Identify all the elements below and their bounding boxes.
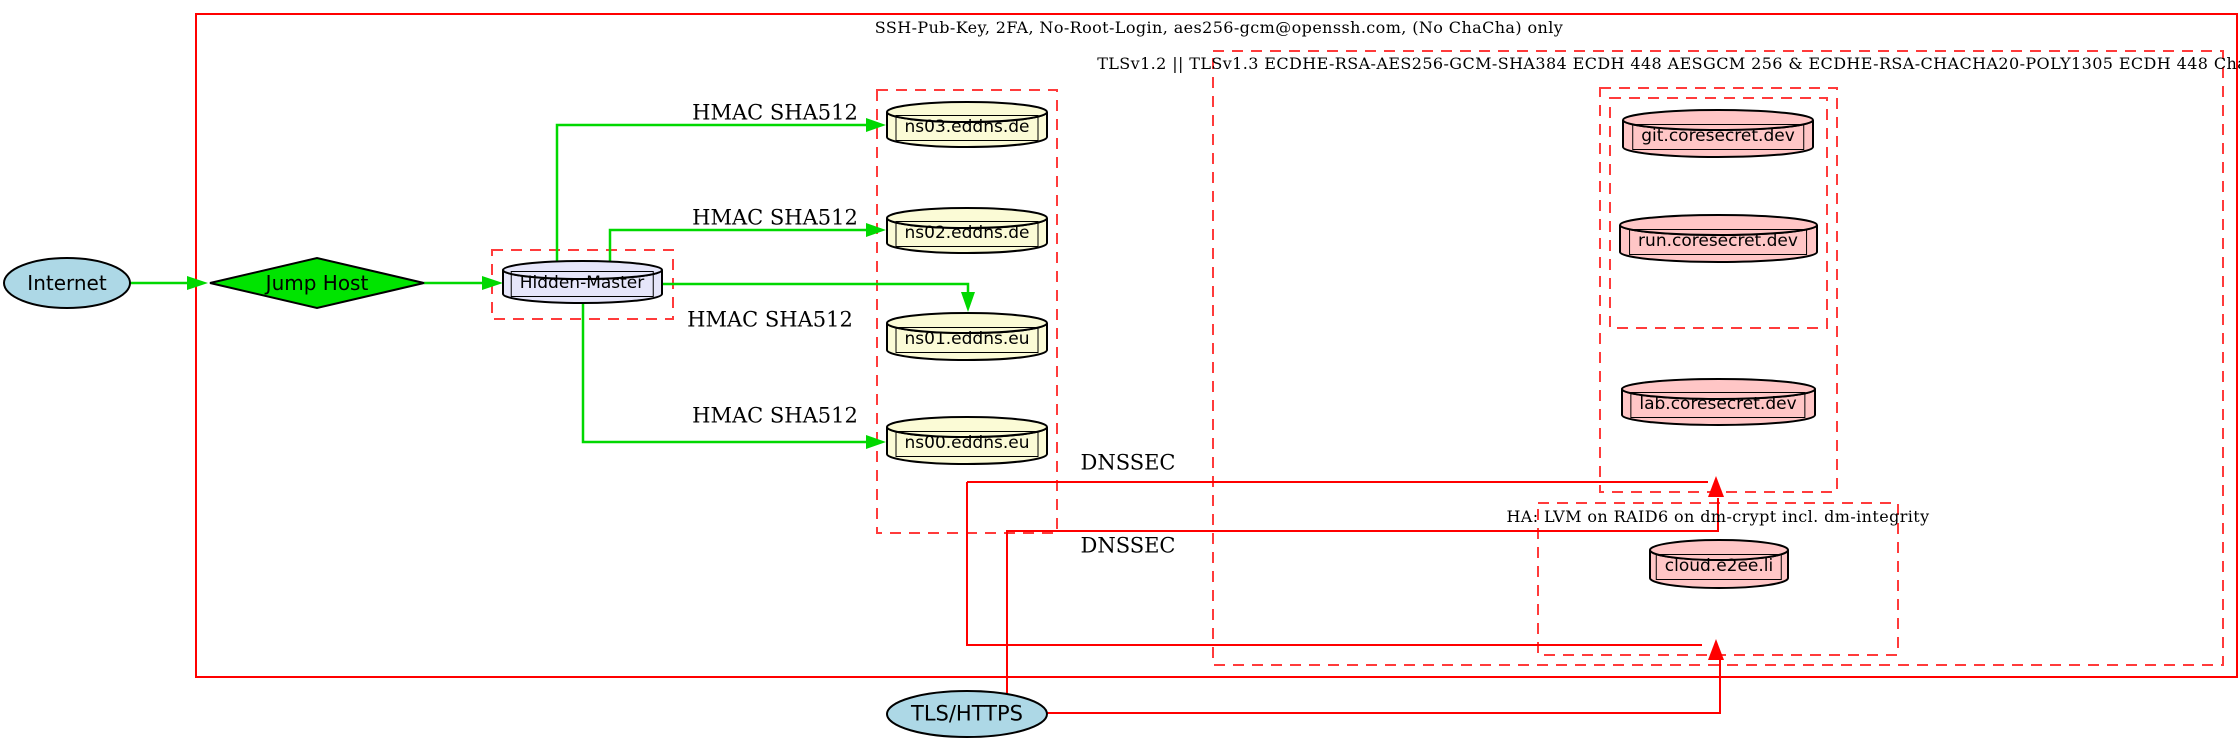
cloud-label: cloud.e2ee.li [1655,554,1783,580]
ns01-cylinder [886,312,1048,361]
hmac-label-ns00: HMAC SHA512 [692,403,858,428]
coresecret-inner-box [1609,97,1828,329]
dnssec-label-1: DNSSEC [1080,450,1176,475]
lab-cylinder [1621,378,1816,426]
ns00-label: ns00.eddns.eu [895,431,1039,457]
arrowhead-ns03 [866,118,886,132]
ns02-cylinder [886,207,1048,254]
hmac-label-ns02: HMAC SHA512 [692,205,858,230]
hmac-label-ns03: HMAC SHA512 [692,100,858,125]
edge-tls-to-ha [1047,660,1721,714]
coresecret-outer-box [1599,87,1838,493]
red-edges [966,481,1721,714]
arrowhead-ns02 [866,223,886,237]
ns02-label: ns02.eddns.de [895,221,1039,247]
ha-cluster-label: HA: LVM on RAID6 on dm-crypt incl. dm-in… [1506,507,1930,526]
run-cylinder [1619,214,1818,263]
ns03-cylinder [886,101,1048,148]
edge-tls-to-coresecret [1006,498,1719,694]
edge-hiddenmaster-ns03 [555,123,866,261]
internet-node [3,257,131,309]
cloud-cylinder [1649,539,1789,589]
ns03-label: ns03.eddns.de [895,115,1039,141]
ns01-label: ns01.eddns.eu [895,327,1039,353]
run-label: run.coresecret.dev [1629,229,1807,255]
dnssec-label-2: DNSSEC [1080,533,1176,558]
ns00-cylinder [886,416,1048,465]
edge-hiddenmaster-ns00 [581,303,866,444]
cylinder-nodes [502,101,1818,589]
jump-host-node [209,256,425,310]
edge-hiddenmaster-ns01 [662,282,970,292]
jump-host-label: Jump Host [265,271,369,295]
hidden-master-label: Hidden-Master [510,271,654,297]
lab-label: lab.coresecret.dev [1630,392,1806,418]
green-arrowheads [187,118,975,449]
hidden-master-cylinder [502,260,663,304]
ssh-zone-label: SSH-Pub-Key, 2FA, No-Root-Login, aes256-… [874,18,1564,37]
internet-label: Internet [27,271,107,295]
green-edges [130,123,970,444]
arrowhead-coresecret [1708,476,1724,497]
tls-zone-label: TLSv1.2 || TLSv1.3 ECDHE-RSA-AES256-GCM-… [1097,54,2240,73]
arrowhead-ha [1708,639,1724,660]
arrowhead-hiddenmaster [482,276,503,290]
arrowhead-jumphost [187,276,208,290]
dns-cluster-box [876,89,1058,534]
tls-zone-boundary [1212,50,2224,666]
ssh-zone-boundary [195,13,2238,678]
git-cylinder [1622,109,1814,158]
tls-https-node [886,690,1048,738]
hmac-label-ns01: HMAC SHA512 [687,307,853,332]
arrowhead-ns00 [866,435,886,449]
tls-https-label: TLS/HTTPS [910,701,1024,726]
edge-dnssec-to-ha [966,482,1702,646]
git-label: git.coresecret.dev [1632,124,1804,150]
arrowhead-ns01 [961,292,975,312]
edge-hiddenmaster-ns02 [608,228,866,261]
